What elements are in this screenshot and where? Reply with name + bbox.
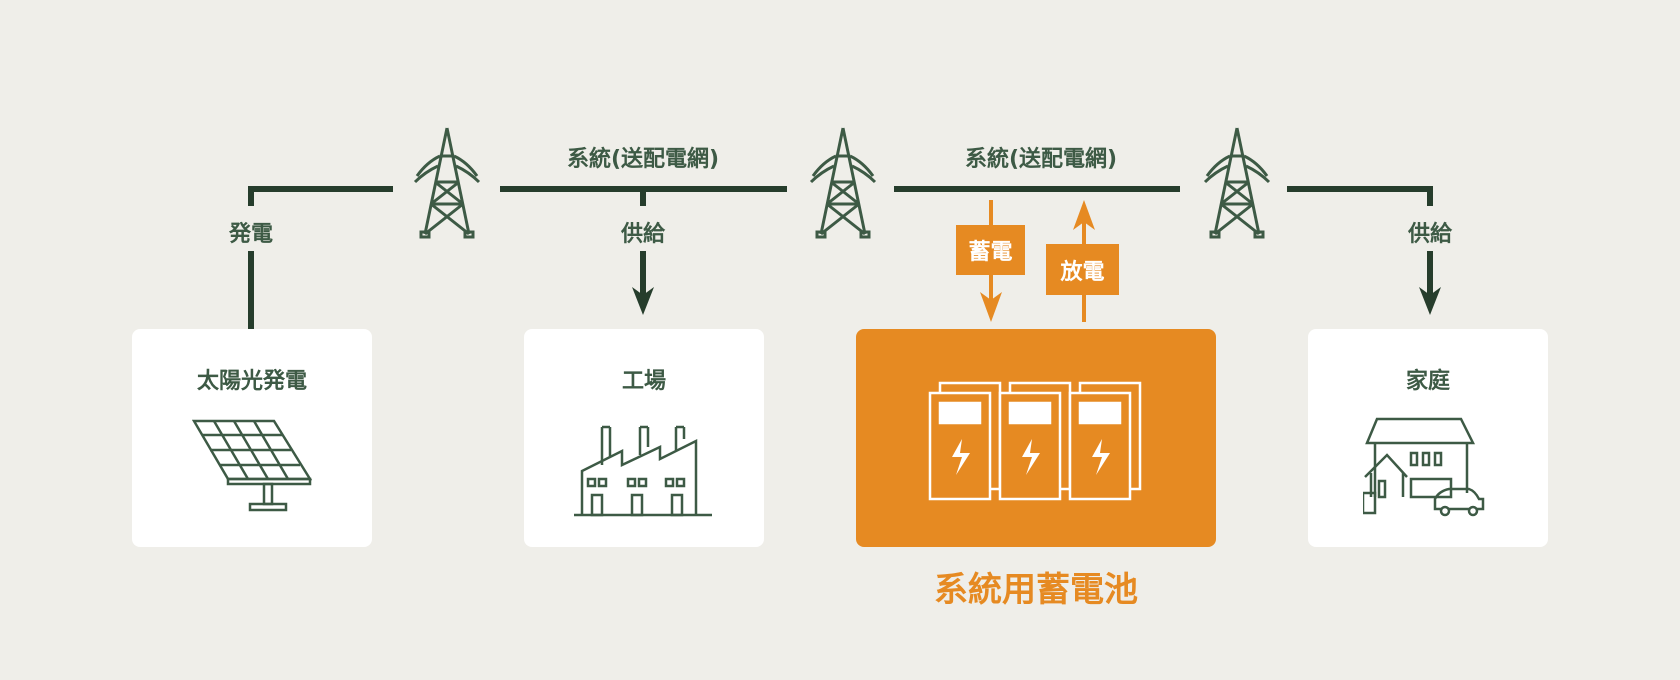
supply-factory-arrow-icon bbox=[632, 251, 654, 315]
supply-home-label: 供給 bbox=[1407, 222, 1453, 247]
factory-label: 工場 bbox=[621, 369, 666, 394]
supply-factory-label: 供給 bbox=[620, 222, 666, 247]
solar-node: 太陽光発電 bbox=[132, 329, 372, 547]
home-label: 家庭 bbox=[1405, 369, 1450, 394]
solar-panel-icon bbox=[192, 419, 312, 512]
grid-label: 系統(送配電網) bbox=[566, 147, 720, 172]
transmission-tower-icon bbox=[1203, 127, 1271, 239]
charge-label: 蓄電 bbox=[956, 225, 1025, 275]
solar-label: 太陽光発電 bbox=[196, 369, 307, 394]
generation-line bbox=[248, 251, 254, 329]
supply-home-line bbox=[1427, 186, 1433, 206]
transmission-tower-icon bbox=[413, 127, 481, 239]
grid-line-segment bbox=[1287, 186, 1433, 192]
grid-line-segment bbox=[894, 186, 1180, 192]
factory-icon bbox=[574, 425, 712, 517]
supply-home-arrow-icon bbox=[1419, 251, 1441, 315]
supply-factory-line bbox=[640, 186, 646, 206]
transmission-tower-icon bbox=[809, 127, 877, 239]
generation-line bbox=[248, 186, 254, 206]
home-node: 家庭 bbox=[1308, 329, 1548, 547]
battery-storage-icon bbox=[928, 381, 1142, 501]
generation-label: 発電 bbox=[228, 222, 274, 247]
grid-battery-node bbox=[856, 329, 1216, 547]
grid-battery-title: 系統用蓄電池 bbox=[934, 570, 1138, 610]
grid-line-segment bbox=[251, 186, 393, 192]
factory-node: 工場 bbox=[524, 329, 764, 547]
house-icon bbox=[1363, 417, 1485, 517]
grid-label: 系統(送配電網) bbox=[964, 147, 1118, 172]
discharge-label: 放電 bbox=[1046, 244, 1119, 295]
